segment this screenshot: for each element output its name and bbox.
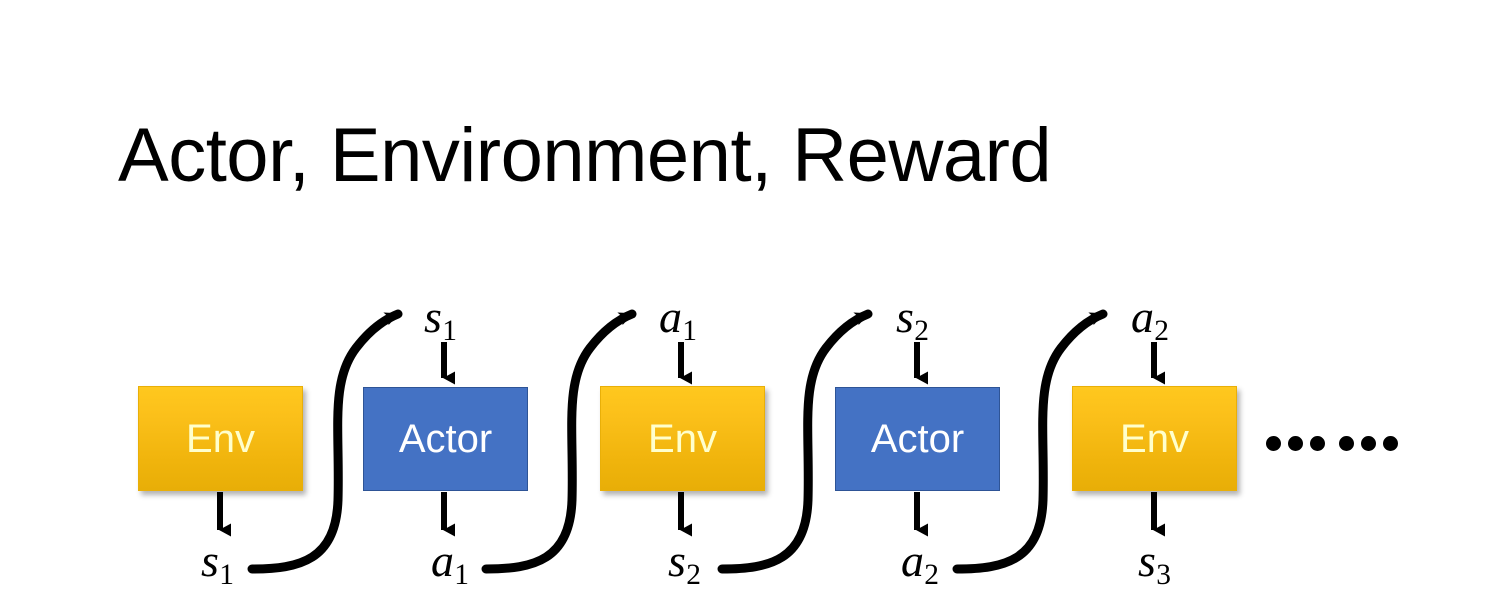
symbol-subscript: 2 [924, 558, 939, 591]
symbol-base: s [201, 535, 219, 586]
symbol-base: a [901, 535, 924, 586]
label-bottom-a1: a1 [431, 535, 469, 590]
symbol-base: s [424, 291, 442, 342]
feedback-curve-s2 [717, 309, 873, 574]
label-bottom-s3: s3 [1138, 535, 1171, 590]
box-label: Env [1120, 416, 1189, 461]
ellipsis-dot [1310, 435, 1325, 451]
label-top-a1: a1 [659, 291, 697, 346]
down-arrow-group [217, 342, 1165, 537]
label-bottom-s2: s2 [668, 535, 701, 590]
symbol-subscript: 1 [454, 558, 469, 591]
feedback-curve-group [247, 309, 1108, 574]
ellipsis-dot [1383, 435, 1398, 451]
box-actor-2[interactable]: Actor [835, 387, 1000, 491]
ellipsis-dot [1266, 435, 1281, 451]
box-actor-1[interactable]: Actor [363, 387, 528, 491]
symbol-base: a [431, 535, 454, 586]
symbol-subscript: 1 [442, 314, 457, 347]
box-env-2[interactable]: Env [600, 386, 765, 491]
symbol-base: a [1131, 291, 1154, 342]
box-label: Env [648, 416, 717, 461]
box-label: Actor [870, 417, 965, 461]
feedback-curve-a1 [481, 309, 637, 574]
box-label: Env [186, 416, 255, 461]
label-top-s1: s1 [424, 291, 457, 346]
label-bottom-a2: a2 [901, 535, 939, 590]
label-top-a2: a2 [1131, 291, 1169, 346]
ellipsis-dot [1288, 435, 1303, 451]
ellipsis-dots [1266, 430, 1398, 456]
symbol-subscript: 1 [682, 314, 697, 347]
feedback-curve-a2 [952, 309, 1108, 574]
symbol-base: s [896, 291, 914, 342]
symbol-subscript: 2 [1154, 314, 1169, 347]
symbol-subscript: 3 [1156, 558, 1171, 591]
symbol-base: a [659, 291, 682, 342]
symbol-subscript: 2 [914, 314, 929, 347]
label-bottom-s1: s1 [201, 535, 234, 590]
symbol-subscript: 2 [686, 558, 701, 591]
symbol-base: s [668, 535, 686, 586]
symbol-base: s [1138, 535, 1156, 586]
label-top-s2: s2 [896, 291, 929, 346]
page-title: Actor, Environment, Reward [118, 113, 1052, 198]
box-env-3[interactable]: Env [1072, 386, 1237, 491]
box-label: Actor [398, 417, 493, 461]
ellipsis-dot [1339, 435, 1354, 451]
box-env-1[interactable]: Env [138, 386, 303, 491]
symbol-subscript: 1 [219, 558, 234, 591]
feedback-curve-s1 [247, 309, 403, 574]
ellipsis-dot [1361, 435, 1376, 451]
